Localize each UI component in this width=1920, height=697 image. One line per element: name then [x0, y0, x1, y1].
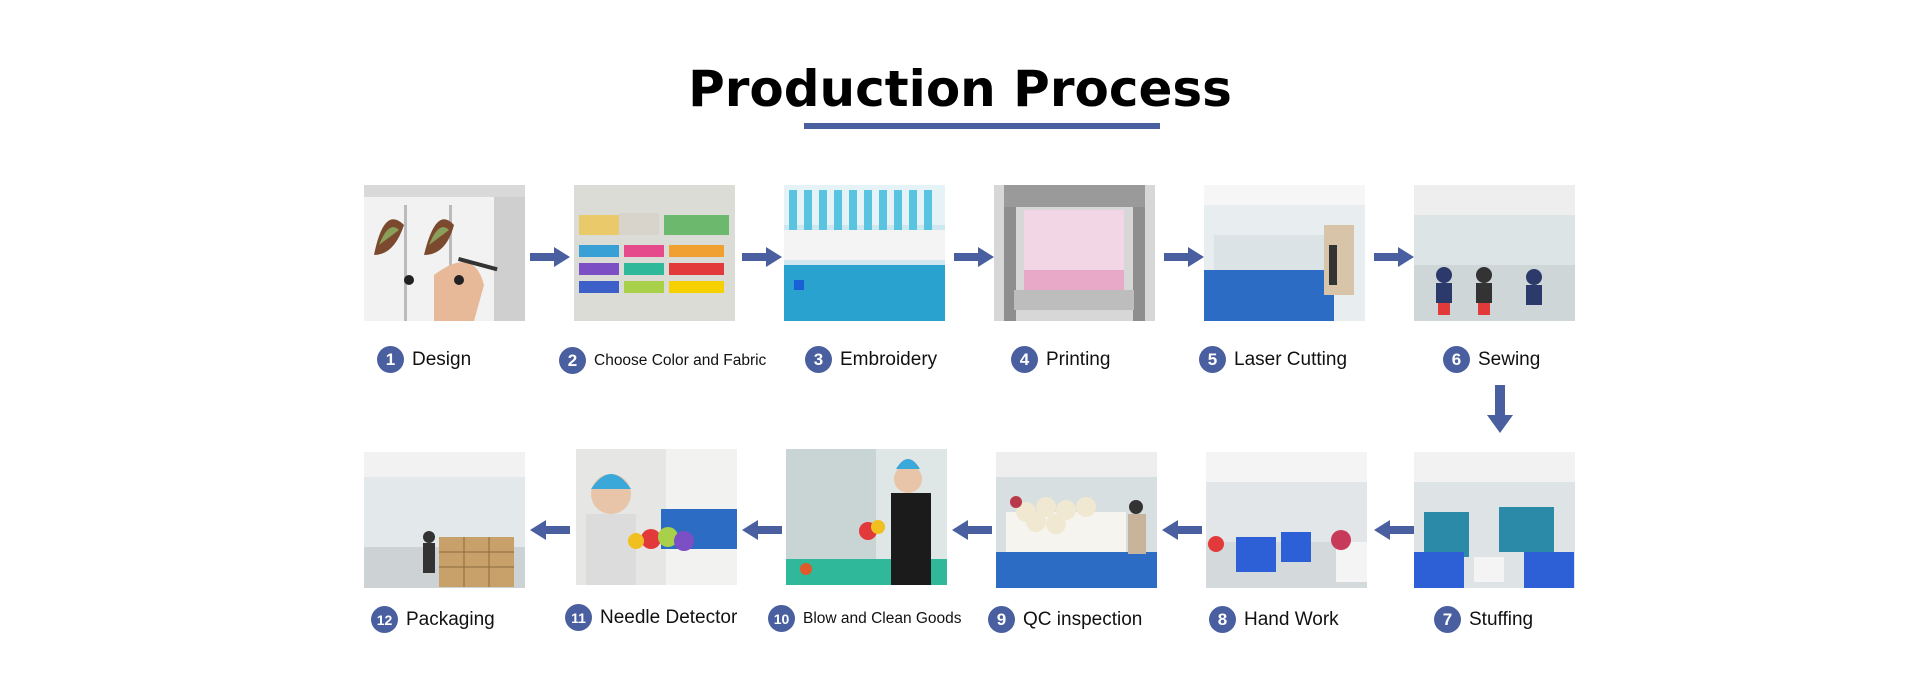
printing-photo	[994, 185, 1155, 321]
step-1-label: 1 Design	[377, 346, 471, 373]
step-9-text: QC inspection	[1023, 608, 1143, 630]
step-11-label: 11 Needle Detector	[565, 604, 737, 631]
step-5-label: 5 Laser Cutting	[1199, 346, 1347, 373]
arrow-right-icon	[742, 247, 782, 267]
step-2-number: 2	[559, 347, 586, 374]
arrow-right-icon	[954, 247, 994, 267]
step-5-text: Laser Cutting	[1234, 348, 1348, 370]
arrow-down-icon	[1487, 385, 1513, 433]
stuffing-photo	[1414, 452, 1575, 588]
step-3-label: 3 Embroidery	[805, 346, 937, 373]
title-underline	[804, 123, 1160, 129]
arrow-right-icon	[1374, 247, 1414, 267]
step-10-text: Blow and Clean Goods	[803, 609, 962, 627]
needle-detector-photo	[576, 449, 737, 585]
step-6-label: 6 Sewing	[1443, 346, 1540, 373]
step-1-number: 1	[377, 346, 404, 373]
step-11-number: 11	[565, 604, 592, 631]
hand-work-photo	[1206, 452, 1367, 588]
step-7-number: 7	[1434, 606, 1461, 633]
arrow-left-icon	[1162, 520, 1202, 540]
step-2-text: Choose Color and Fabric	[594, 351, 767, 369]
step-4-label: 4 Printing	[1011, 346, 1110, 373]
arrow-left-icon	[530, 520, 570, 540]
step-10-number: 10	[768, 605, 795, 632]
arrow-right-icon	[1164, 247, 1204, 267]
step-7-label: 7 Stuffing	[1434, 606, 1533, 633]
step-6-text: Sewing	[1478, 348, 1541, 370]
arrow-left-icon	[1374, 520, 1414, 540]
packaging-photo	[364, 452, 525, 588]
step-2-label: 2 Choose Color and Fabric	[559, 347, 766, 374]
step-8-text: Hand Work	[1244, 608, 1339, 630]
blow-clean-photo	[786, 449, 947, 585]
step-5-number: 5	[1199, 346, 1226, 373]
step-10-label: 10 Blow and Clean Goods	[768, 605, 962, 632]
step-3-number: 3	[805, 346, 832, 373]
step-12-label: 12 Packaging	[371, 606, 495, 633]
page-title: Production Process	[688, 60, 1232, 118]
step-6-number: 6	[1443, 346, 1470, 373]
sewing-photo	[1414, 185, 1575, 321]
step-7-text: Stuffing	[1469, 608, 1534, 630]
laser-cutting-photo	[1204, 185, 1365, 321]
step-3-text: Embroidery	[840, 348, 938, 370]
step-9-label: 9 QC inspection	[988, 606, 1142, 633]
arrow-right-icon	[530, 247, 570, 267]
step-4-text: Printing	[1046, 348, 1111, 370]
step-12-text: Packaging	[406, 608, 495, 630]
step-9-number: 9	[988, 606, 1015, 633]
arrow-left-icon	[742, 520, 782, 540]
step-8-number: 8	[1209, 606, 1236, 633]
design-photo	[364, 185, 525, 321]
color-fabric-photo	[574, 185, 735, 321]
arrow-left-icon	[952, 520, 992, 540]
step-11-text: Needle Detector	[600, 606, 738, 628]
qc-inspection-photo	[996, 452, 1157, 588]
step-1-text: Design	[412, 348, 472, 370]
step-8-label: 8 Hand Work	[1209, 606, 1339, 633]
step-4-number: 4	[1011, 346, 1038, 373]
step-12-number: 12	[371, 606, 398, 633]
embroidery-photo	[784, 185, 945, 321]
